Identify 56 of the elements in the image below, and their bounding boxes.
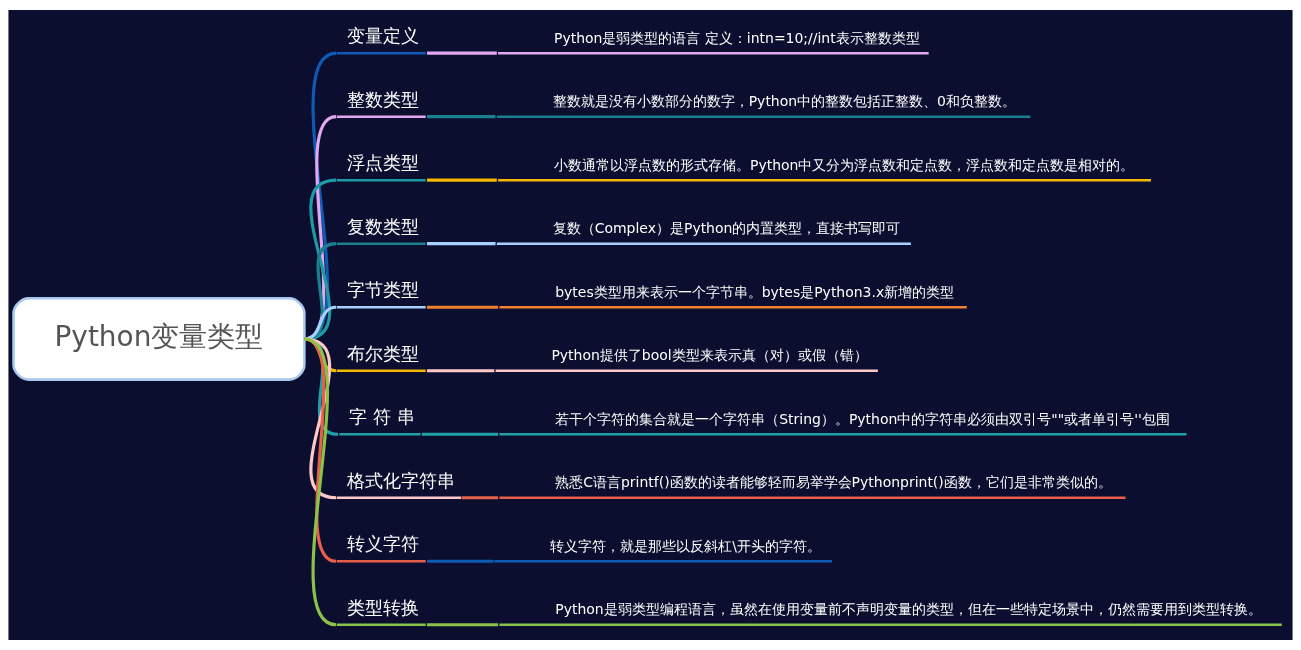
node-box <box>498 178 1151 182</box>
node-box: Python变量类型 <box>12 297 306 381</box>
node-label: Python是弱类型的语言 定义：intn=10;//int表示整数类型 <box>553 29 920 46</box>
node-label: Python提供了bool类型来表示真（对）或假（错） <box>551 347 868 364</box>
node-box <box>495 369 878 372</box>
node-label: 字 符 串 <box>349 406 415 428</box>
node-box <box>336 305 426 309</box>
connector <box>426 178 497 182</box>
node-label: 布尔类型 <box>346 342 419 364</box>
node-box <box>496 115 1031 118</box>
node-label: 变量定义 <box>346 25 419 47</box>
node-label: 格式化字符串 <box>346 469 455 491</box>
node-label: bytes类型用来表示一个字节串。bytes是Python3.x新增的类型 <box>555 283 955 300</box>
node-label: 浮点类型 <box>346 152 419 174</box>
node-box <box>499 496 1126 499</box>
connector <box>426 559 494 563</box>
connector <box>426 115 496 119</box>
node-box <box>336 623 426 627</box>
connector <box>304 305 337 341</box>
connector <box>426 305 499 309</box>
node-box <box>494 560 833 563</box>
node-label: 字节类型 <box>346 279 419 301</box>
node-label: 熟悉C语言printf()函数的读者能够轻而易举学会Pythonprint()函数，它们是非常类似的。 <box>555 474 1112 491</box>
connector <box>461 496 499 500</box>
node-box <box>336 178 426 182</box>
node-label: 小数通常以浮点数的形式存储。Python中又分为浮点数和定点数，浮点数和定点数是相对的。 <box>553 156 1135 173</box>
connector <box>304 178 337 341</box>
node-label: 转义字符 <box>346 533 419 555</box>
node-label: 类型转换 <box>346 596 419 618</box>
node-box <box>499 623 1282 627</box>
node-label: 转义字符，就是那些以反斜杠\开头的字符。 <box>550 537 821 554</box>
node-box <box>336 115 426 118</box>
node-box <box>336 560 426 563</box>
node-label: Python是弱类型编程语言，虽然在使用变量前不声明变量的类型，但在一些特定场景中，仍然需要用到类型转换。 <box>555 601 1262 618</box>
node-box <box>339 432 421 436</box>
connector <box>426 242 496 246</box>
node-label: 整数就是没有小数部分的数字，Python中的整数包括正整数、0和负整数。 <box>552 93 1017 110</box>
connector <box>426 369 495 373</box>
node-label: 复数（Complex）是Python的内置类型，直接书写即可 <box>552 220 901 237</box>
node-box <box>499 432 1187 436</box>
node-label: 整数类型 <box>346 88 419 110</box>
node-box <box>336 51 426 55</box>
node-box <box>496 242 911 245</box>
connector <box>426 51 497 55</box>
node-box <box>336 369 426 372</box>
node-label: 若干个字符的集合就是一个字符串（String）。Python中的字符串必须由双引号""或者单引号''包围 <box>555 410 1170 427</box>
connector <box>303 51 337 341</box>
connector <box>421 432 499 436</box>
node-label: 复数类型 <box>346 215 419 237</box>
node-box <box>336 496 462 499</box>
node-box <box>336 242 426 245</box>
connector <box>303 115 337 341</box>
node-box <box>498 51 929 55</box>
node-box <box>499 305 967 309</box>
connector <box>426 623 499 627</box>
connector <box>304 242 337 341</box>
